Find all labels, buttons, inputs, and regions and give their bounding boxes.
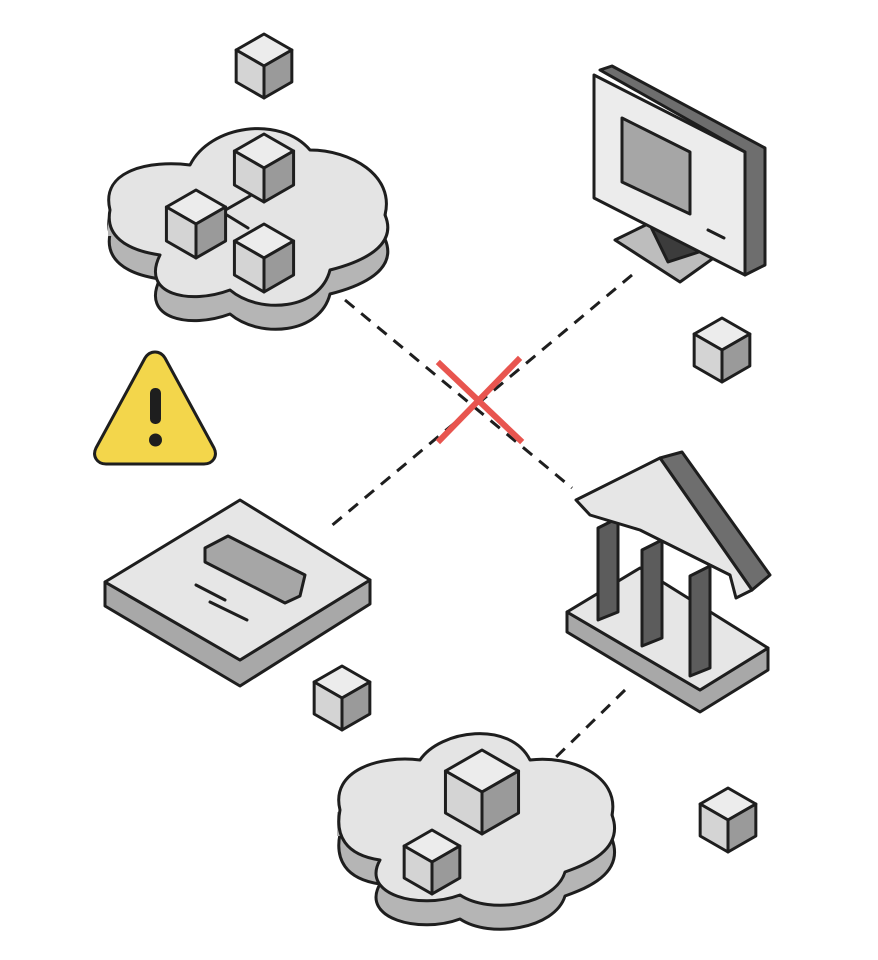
cube-face: [720, 332, 752, 384]
tablet-card-icon: [103, 498, 372, 688]
connection-line-cloud-to-bank: [344, 298, 573, 490]
cube-icon: [692, 316, 752, 384]
cube-icon: [232, 132, 296, 204]
broken-connection-icon: [435, 355, 525, 445]
cube-icon: [234, 32, 294, 100]
cube-icon: [402, 828, 462, 896]
connection-line-bank-to-cloud: [546, 688, 627, 767]
cube-icon: [312, 664, 372, 732]
cube-face: [262, 149, 296, 204]
cube-icon: [698, 786, 758, 854]
cube-face: [726, 802, 758, 854]
cubes: [164, 32, 758, 896]
warning-icon: [93, 350, 217, 466]
cube-face: [430, 844, 462, 896]
monitor-icon: [592, 64, 767, 284]
bank-icon: [565, 450, 772, 714]
cube-face: [262, 48, 294, 100]
cube-face: [262, 239, 296, 294]
connection-lines: [329, 273, 633, 767]
cube-face: [480, 769, 521, 836]
cube-face: [194, 205, 228, 260]
cube-icon: [232, 222, 296, 294]
cube-icon: [164, 188, 228, 260]
cube-face: [340, 680, 372, 732]
cube-icon: [443, 748, 521, 836]
